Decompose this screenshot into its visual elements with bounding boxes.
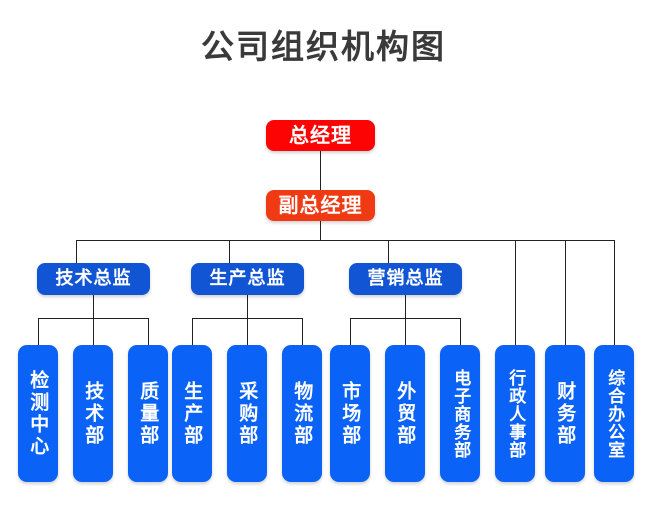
node-general-manager[interactable]: 总经理 [266, 120, 375, 151]
connector-tech-director-down [93, 295, 94, 318]
node-quality-dept[interactable]: 质量部 [128, 345, 168, 482]
connector-bus-to-general-office [614, 240, 615, 345]
node-logistics-dept[interactable]: 物流部 [282, 345, 322, 482]
connector-main-bus [76, 240, 615, 241]
connector-tech-sub-bus [38, 318, 148, 319]
connector-prod-director-down [247, 295, 248, 318]
connector-bus-to-finance [565, 240, 566, 345]
connector-sales-sub-bus [350, 318, 460, 319]
connector-sales-director-down [405, 295, 406, 318]
connector-bus-to-tech-director [76, 240, 77, 263]
node-admin-hr-dept[interactable]: 行政人事部 [495, 345, 535, 482]
connector-bus-to-sales-director [388, 240, 389, 263]
node-technology-dept[interactable]: 技术部 [73, 345, 113, 482]
node-procurement-dept[interactable]: 采购部 [227, 345, 267, 482]
connector-tech-to-quality-dept [148, 318, 149, 345]
node-finance-dept[interactable]: 财务部 [545, 345, 585, 482]
connector-prod-to-production-dept [192, 318, 193, 345]
node-market-dept[interactable]: 市场部 [330, 345, 370, 482]
connector-sales-to-ecommerce-dept [460, 318, 461, 345]
connector-sales-to-market-dept [350, 318, 351, 345]
connector-tech-to-technology-dept [93, 318, 94, 345]
connector-bus-to-admin-hr [515, 240, 516, 345]
connector-bus-to-prod-director [229, 240, 230, 263]
page-title: 公司组织机构图 [201, 27, 446, 66]
node-marketing-director[interactable]: 营销总监 [349, 263, 462, 295]
node-deputy-general-manager[interactable]: 副总经理 [266, 190, 375, 221]
node-ecommerce-dept[interactable]: 电子商务部 [440, 345, 480, 482]
node-testing-center[interactable]: 检测中心 [18, 345, 58, 482]
node-foreign-trade-dept[interactable]: 外贸部 [385, 345, 425, 482]
node-technical-director[interactable]: 技术总监 [37, 263, 150, 295]
node-production-dept[interactable]: 生产部 [172, 345, 212, 482]
connector-gm-to-deputy [320, 150, 321, 190]
connector-prod-to-procurement-dept [247, 318, 248, 345]
node-general-office[interactable]: 综合办公室 [594, 345, 634, 482]
connector-deputy-down [320, 220, 321, 240]
connector-prod-sub-bus [192, 318, 302, 319]
node-production-director[interactable]: 生产总监 [191, 263, 304, 295]
connector-sales-to-foreign-trade-dept [405, 318, 406, 345]
connector-prod-to-logistics-dept [302, 318, 303, 345]
connector-tech-to-testing-center [38, 318, 39, 345]
